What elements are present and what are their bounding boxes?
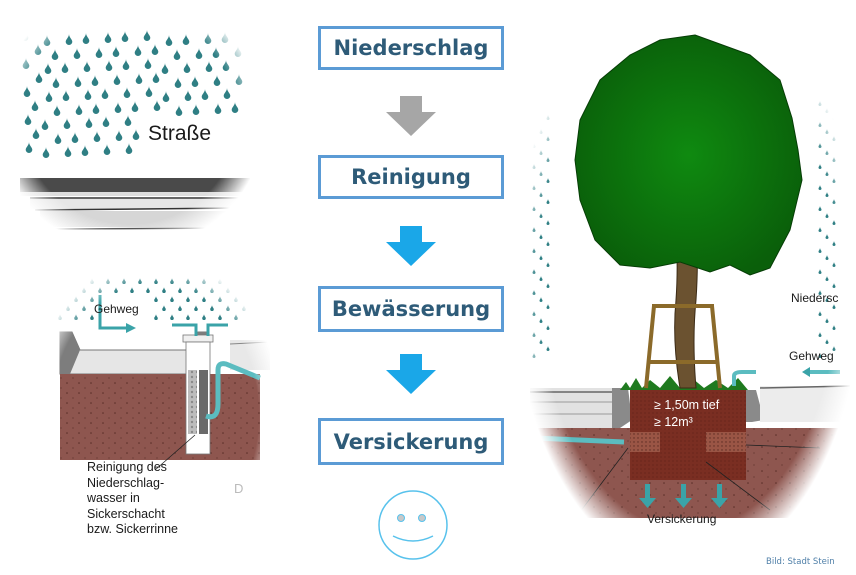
street-illustration [0, 0, 260, 250]
street-panel: Straße [0, 0, 260, 250]
cleaning-panel: Gehweg Reinigung des Niederschlag- wasse… [40, 270, 271, 560]
arrow-shape [386, 354, 436, 394]
cleaning-caption: Reinigung des Niederschlag- wasser in Si… [87, 460, 178, 538]
depth-label: ≥ 1,50m tief [654, 398, 720, 412]
sidewalk-label: Gehweg [789, 349, 834, 363]
arrow-down-icon [386, 96, 436, 136]
street-label: Straße [148, 122, 212, 145]
infiltration-label: Versickerung [647, 512, 717, 526]
arrow-shape [386, 226, 436, 266]
caption-line: wasser in [87, 491, 140, 505]
sidewalk-label: Gehweg [94, 302, 139, 316]
caption-line: Sickerschacht [87, 506, 165, 521]
precipitation-label: Niedersc [791, 291, 839, 305]
flow-step-niederschlag: Niederschlag [318, 26, 504, 70]
cut-off-label: D [234, 481, 244, 496]
volume-label: ≥ 12m³ [654, 415, 693, 429]
flow-step-reinigung: Reinigung [318, 155, 504, 199]
image-credit: Bild: Stadt Stein [766, 557, 835, 567]
flow-step-versickerung: Versickerung [318, 418, 504, 465]
caption-line: Niederschlag- [87, 475, 165, 490]
arrow-shape [386, 96, 436, 136]
smiley-face-icon [378, 490, 448, 560]
arrow-down-icon [386, 226, 436, 266]
tree-panel: Niedersc Gehweg ≥ 1,50m tief ≥ 12m³ Vers… [520, 0, 856, 560]
tree-pit-illustration [520, 0, 856, 560]
flow-step-bewaesserung: Bewässerung [318, 286, 504, 332]
infiltration-shaft-illustration [40, 270, 271, 560]
arrow-down-icon [386, 354, 436, 394]
caption-line: bzw. Sickerrinne [87, 522, 179, 536]
caption-line: Reinigung des [87, 460, 167, 474]
